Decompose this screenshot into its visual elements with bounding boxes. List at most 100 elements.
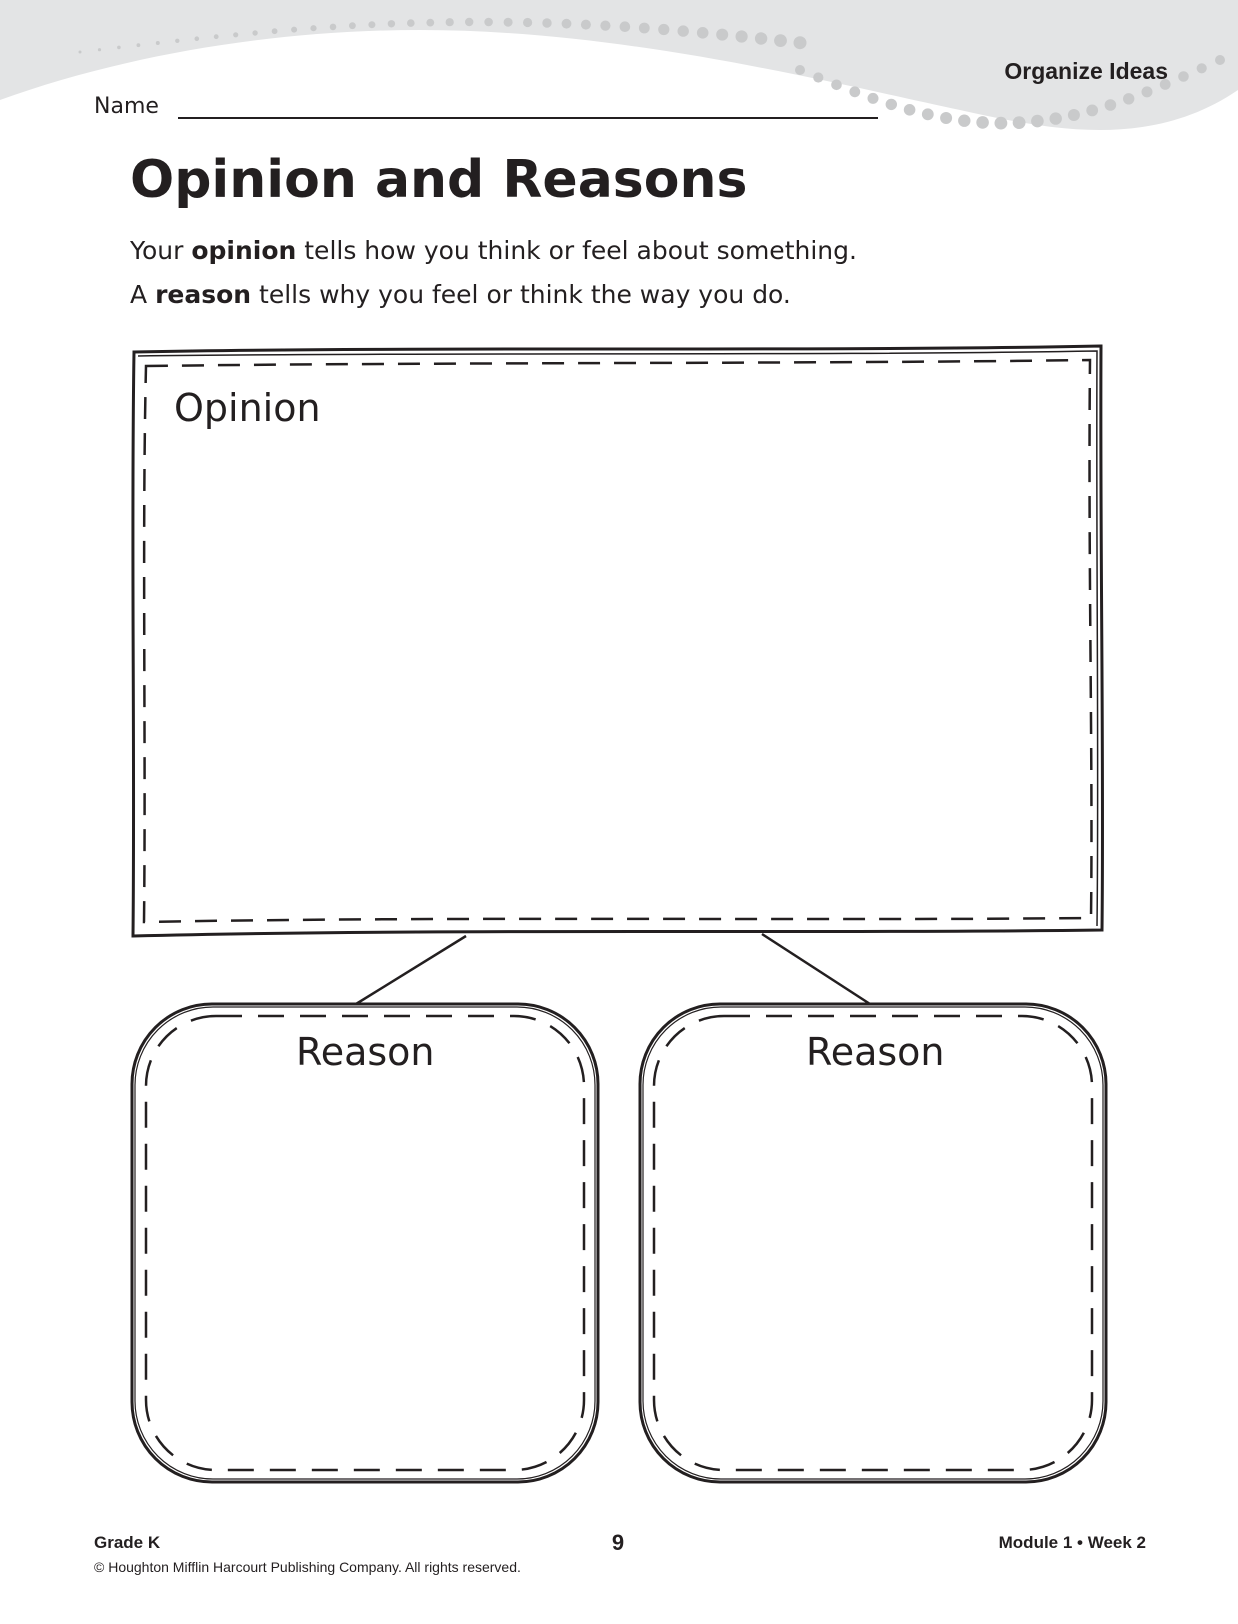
header-dot: [155, 41, 160, 45]
intro-line1-suffix: tells how you think or feel about someth…: [296, 236, 857, 265]
header-dot: [213, 34, 219, 40]
header-dot: [1049, 112, 1062, 125]
connector-line-left: [355, 934, 467, 1006]
header-dot: [619, 21, 631, 32]
header-dot: [1178, 71, 1189, 82]
header-dot: [136, 43, 141, 48]
intro-line-opinion: Your opinion tells how you think or feel…: [130, 236, 857, 265]
header-dot: [1067, 109, 1080, 121]
header-dot: [233, 32, 239, 38]
header-dot: [795, 65, 805, 75]
name-input-line[interactable]: [178, 117, 878, 119]
opinion-box-dashed-border: [142, 358, 1093, 924]
header-dot: [1012, 116, 1026, 129]
header-dot: [849, 86, 861, 98]
header-dot: [1123, 93, 1135, 105]
header-dot: [1215, 55, 1225, 65]
connector-line-right: [761, 932, 871, 1006]
header-dot: [716, 28, 729, 41]
footer-copyright: © Houghton Mifflin Harcourt Publishing C…: [94, 1559, 521, 1575]
header-dot: [940, 112, 953, 124]
header-wave-decoration: [0, 0, 1238, 130]
header-dot: [696, 27, 709, 39]
header-dot: [735, 30, 748, 43]
header-dot: [813, 72, 824, 83]
reason-box-2-dashed-border: [652, 1014, 1094, 1472]
header-dot: [1031, 114, 1044, 128]
header-dot: [117, 45, 121, 50]
opinion-answer-area[interactable]: [150, 440, 1085, 910]
name-label: Name: [94, 94, 159, 119]
header-dot: [831, 79, 842, 91]
header-dot: [921, 108, 934, 121]
header-dot: [523, 17, 533, 28]
header-dot: [903, 104, 916, 116]
header-band: [0, 0, 1238, 130]
intro-line2-prefix: A: [130, 280, 156, 309]
opinion-box-outline: [131, 344, 1105, 938]
header-dot: [194, 36, 200, 41]
reason-box-2-outline-inner: [642, 1006, 1104, 1480]
reason-1-answer-area[interactable]: [160, 1085, 570, 1455]
header-dot: [252, 30, 258, 36]
header-dot: [561, 18, 572, 29]
page-title: Opinion and Reasons: [130, 150, 748, 210]
header-dot: [1159, 79, 1171, 90]
term-opinion: opinion: [191, 236, 297, 265]
reason-2-answer-area[interactable]: [668, 1085, 1078, 1455]
term-reason: reason: [155, 280, 252, 309]
header-dot: [97, 48, 102, 52]
header-dot: [793, 36, 807, 50]
header-dot: [387, 20, 396, 28]
intro-line-reason: A reason tells why you feel or think the…: [130, 280, 791, 309]
intro-line1-prefix: Your: [130, 236, 192, 265]
header-dot: [426, 18, 435, 27]
header-dots: [78, 17, 1225, 130]
header-dot: [465, 17, 474, 27]
header-dot: [542, 18, 552, 28]
header-dot: [1141, 86, 1153, 98]
header-dot: [958, 114, 971, 127]
header-dot: [976, 116, 989, 129]
reason-box-1-label: Reason: [296, 1030, 435, 1074]
header-dot: [1196, 63, 1207, 74]
header-dot: [658, 23, 670, 36]
footer-page-number: 9: [611, 1530, 625, 1555]
reason-box-2-outline: [638, 1002, 1108, 1484]
footer-module-week: Module 1 • Week 2: [998, 1533, 1146, 1552]
name-row: Name: [94, 92, 884, 124]
footer-grade: Grade K: [94, 1533, 161, 1552]
header-dot: [310, 25, 317, 32]
header-dot: [349, 22, 356, 30]
header-dot: [291, 26, 298, 33]
header-dot: [329, 23, 337, 31]
reason-box-1-outline: [130, 1002, 600, 1484]
opinion-box-outline-inner: [137, 350, 1099, 927]
intro-line2-suffix: tells why you feel or think the way you …: [251, 280, 791, 309]
header-dot: [774, 34, 787, 47]
header-dot: [580, 19, 591, 30]
header-dot: [175, 38, 180, 43]
header-dot: [754, 32, 768, 45]
header-dot: [407, 19, 415, 27]
header-dot: [867, 92, 879, 104]
section-label: Organize Ideas: [1004, 58, 1168, 84]
header-dot: [638, 22, 650, 34]
header-dot: [1086, 104, 1099, 117]
header-dot: [600, 20, 611, 31]
header-dot: [445, 18, 454, 27]
header-dot: [1104, 99, 1117, 111]
header-dot: [994, 116, 1008, 130]
reason-box-1-outline-inner: [134, 1006, 596, 1480]
opinion-box-label: Opinion: [174, 386, 321, 430]
reason-box-1-dashed-border: [144, 1014, 586, 1472]
reason-box-2-label: Reason: [806, 1030, 945, 1074]
header-dot: [368, 21, 376, 29]
header-dot: [503, 17, 513, 27]
header-dot: [677, 25, 689, 37]
header-dot: [78, 50, 82, 54]
header-dot: [885, 98, 897, 111]
header-dot: [484, 17, 493, 27]
header-dot: [271, 28, 278, 35]
